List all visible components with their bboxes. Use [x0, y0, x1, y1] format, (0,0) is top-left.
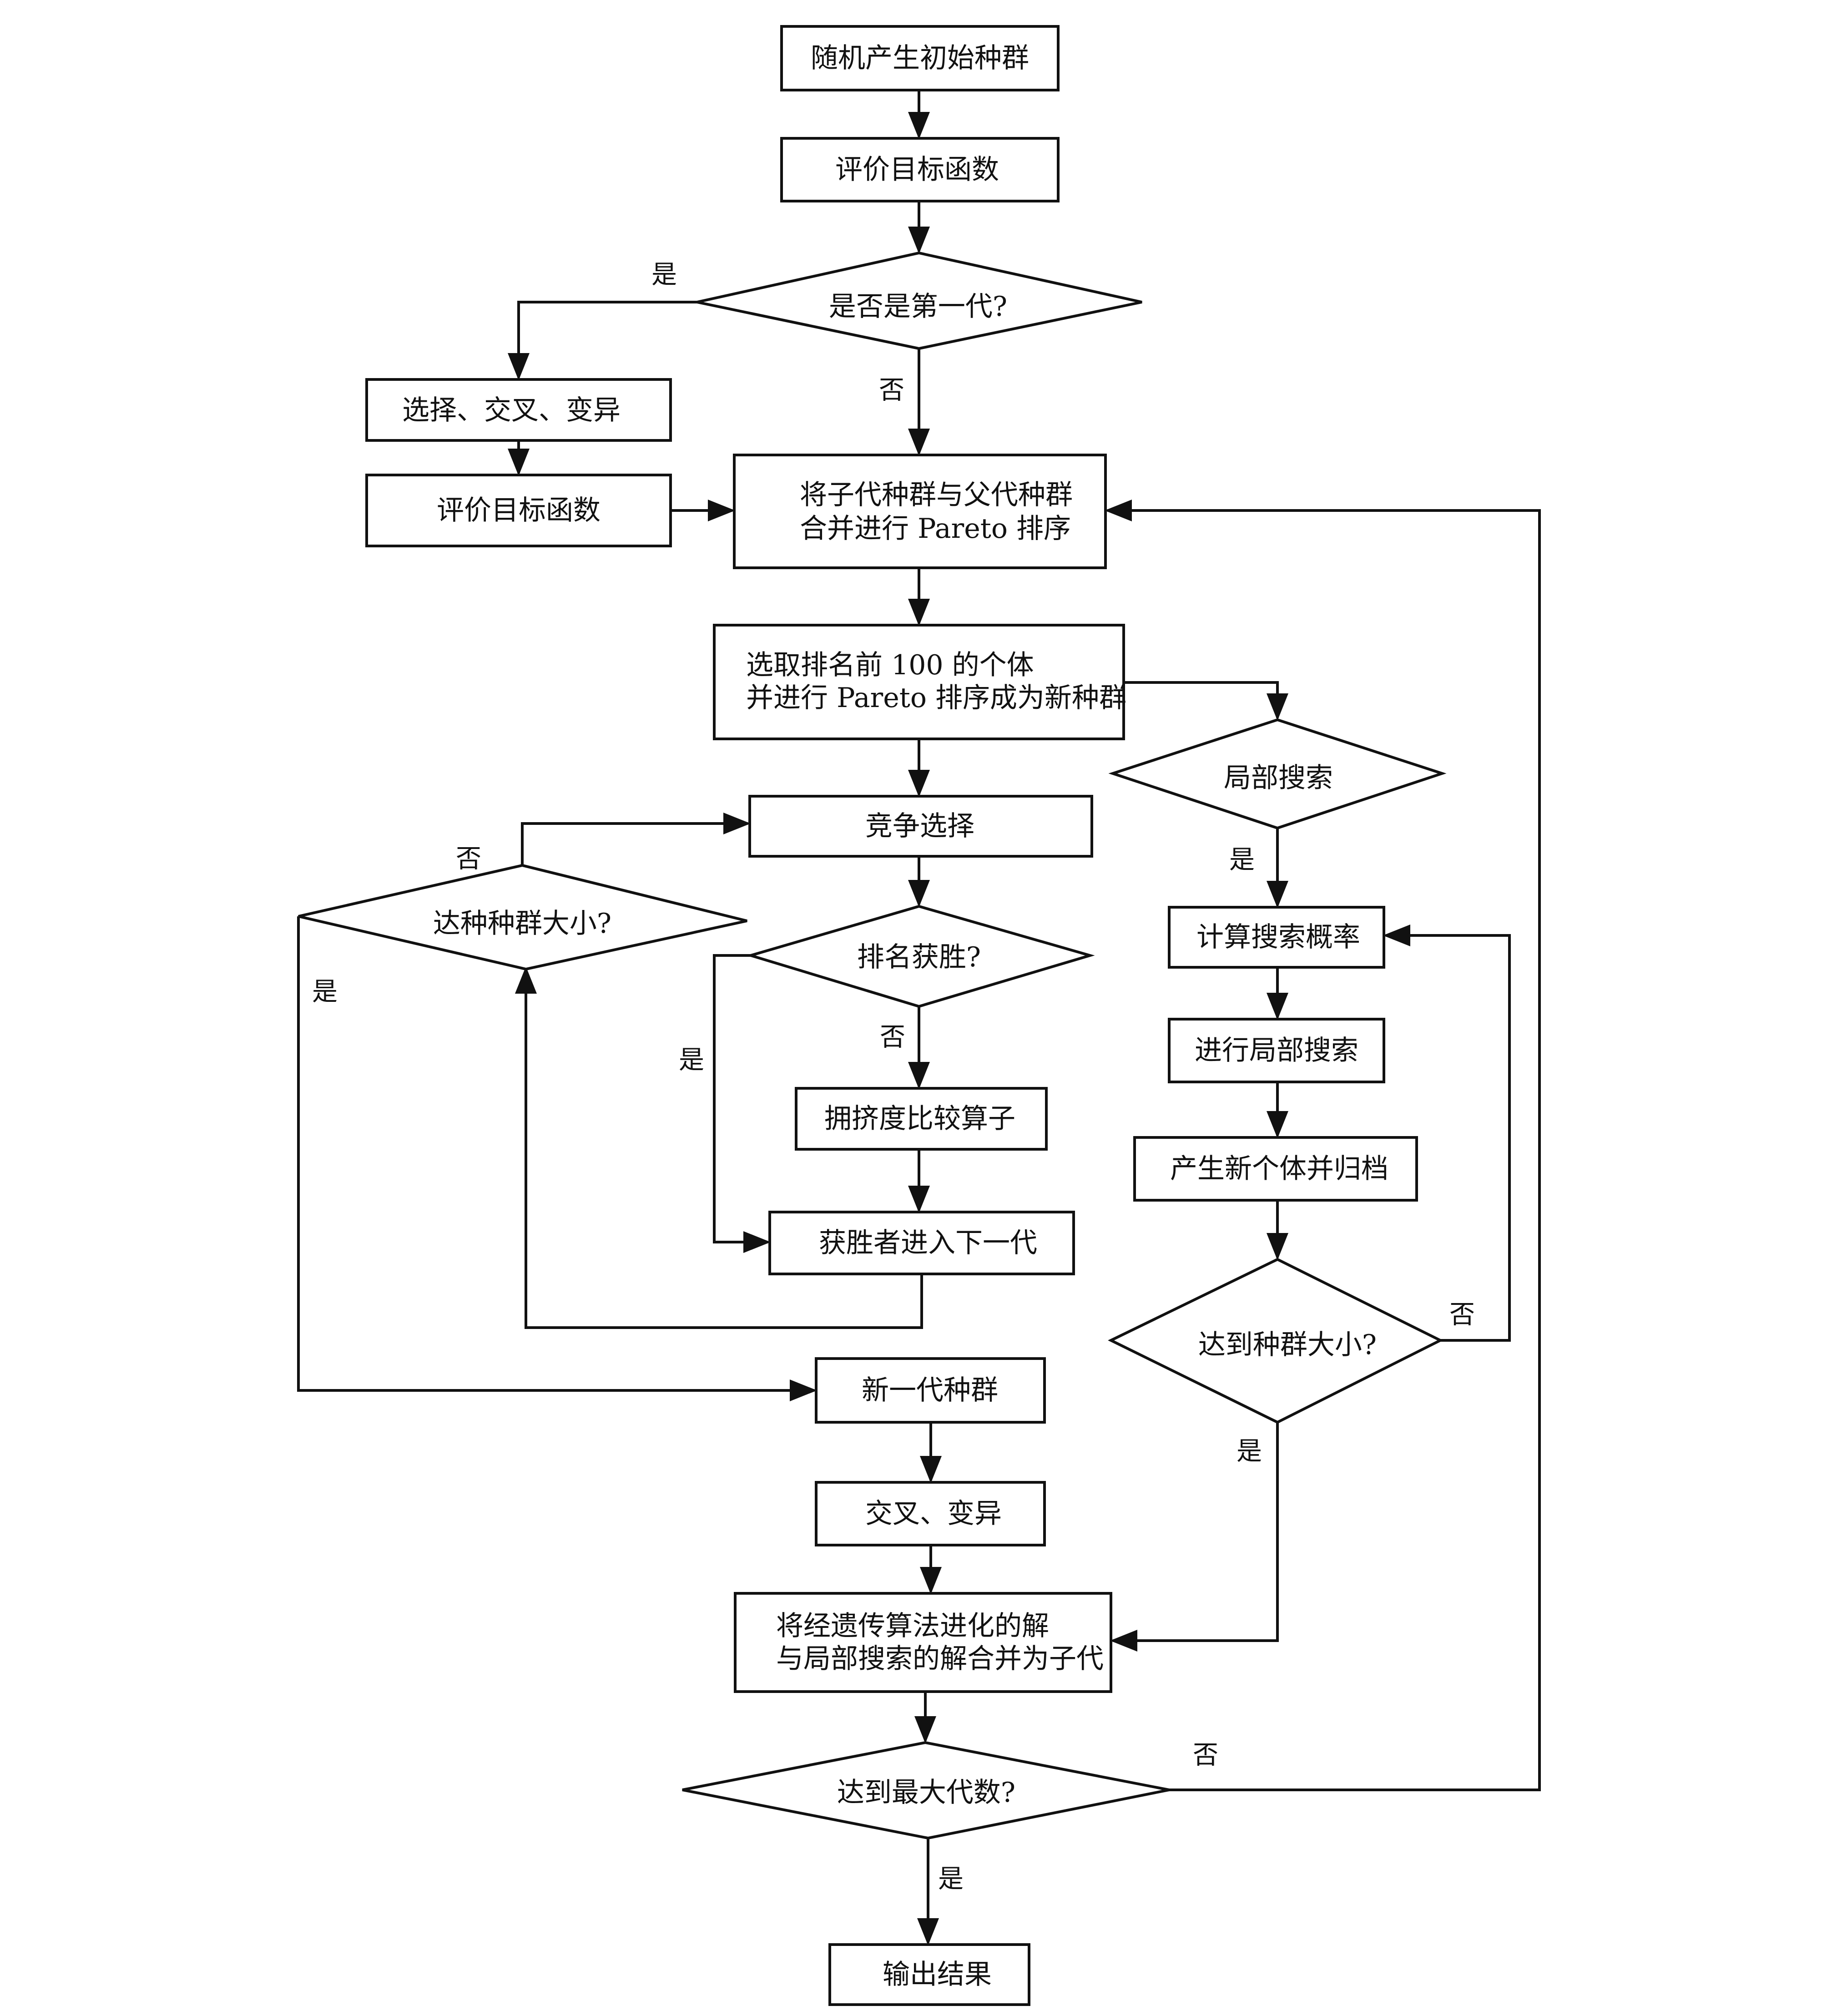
diamond-reach-size-right: 达到种群大小?	[1108, 1258, 1443, 1424]
arrow-rank-win-yes	[713, 954, 771, 1253]
edge-label-left-size-yes: 是	[312, 977, 338, 1007]
reach-size-left-label: 达种种群大小?	[433, 908, 611, 940]
diamond-reach-size-left: 达种种群大小?	[298, 864, 747, 971]
arrow-right-size-yes	[1110, 1422, 1279, 1652]
box-select-crossover-mutate: 选择、交叉、变异	[365, 378, 672, 442]
edge-labels: 是 否 否 是 是 否 是 否 是 否 是	[312, 260, 1475, 1894]
edge-label-rank-win-yes: 是	[679, 1046, 704, 1075]
box-evaluate-2: 评价目标函数	[365, 474, 672, 547]
edge-label-left-size-no: 否	[456, 844, 481, 874]
box-calc-search-prob: 计算搜索概率	[1168, 906, 1385, 969]
diamond-local-search: 局部搜索	[1108, 718, 1447, 830]
edge-label-rank-win-no: 否	[880, 1023, 905, 1052]
init-population-label: 随机产生初始种群	[811, 42, 1029, 74]
box-merge-children: 将经遗传算法进化的解 与局部搜索的解合并为子代	[734, 1592, 1112, 1693]
box-crowding-operator: 拥挤度比较算子	[795, 1087, 1048, 1151]
reach-size-right-label: 达到种群大小?	[1198, 1329, 1377, 1361]
arrow-winner-loop	[515, 966, 923, 1329]
edge-label-first-gen-no: 否	[879, 376, 904, 405]
local-search-label: 局部搜索	[1224, 762, 1333, 794]
diamond-rank-win: 排名获胜?	[746, 904, 1095, 1008]
box-crossover-mutate: 交叉、变异	[815, 1481, 1046, 1546]
output-result-label: 输出结果	[883, 1959, 992, 1991]
box-select-top: 选取排名前 100 的个体 并进行 Pareto 排序成为新种群	[713, 624, 1126, 740]
connectors	[297, 90, 1541, 1945]
tournament-selection-label: 竞争选择	[865, 810, 974, 842]
arrow-max-gen-no	[1105, 500, 1541, 1791]
max-generation-label: 达到最大代数?	[837, 1777, 1015, 1809]
merge-pareto-line1: 将子代种群与父代种群	[800, 479, 1073, 511]
crossover-mutate-label: 交叉、变异	[865, 1498, 1002, 1530]
evaluate-1-label: 评价目标函数	[835, 154, 999, 186]
new-individual-archive-label: 产生新个体并归档	[1170, 1153, 1388, 1185]
edge-label-first-gen-yes: 是	[651, 260, 677, 290]
edge-label-right-size-no: 否	[1449, 1300, 1475, 1330]
box-tournament-selection: 竞争选择	[748, 795, 1093, 858]
edge-label-max-gen-no: 否	[1193, 1741, 1218, 1770]
select-crossover-mutate-label: 选择、交叉、变异	[402, 394, 621, 426]
box-output-result: 输出结果	[828, 1943, 1030, 2006]
diamond-first-generation: 是否是第一代?	[696, 251, 1142, 350]
diamond-max-generation: 达到最大代数?	[682, 1741, 1170, 1840]
do-local-search-label: 进行局部搜索	[1195, 1035, 1358, 1066]
box-new-generation: 新一代种群	[815, 1357, 1046, 1424]
select-top-line1: 选取排名前 100 的个体	[746, 649, 1034, 681]
edge-label-right-size-yes: 是	[1237, 1437, 1262, 1466]
merge-children-line2: 与局部搜索的解合并为子代	[776, 1643, 1104, 1675]
arrow-left-size-yes	[297, 916, 817, 1401]
box-init-population: 随机产生初始种群	[780, 25, 1060, 91]
select-top-line2: 并进行 Pareto 排序成为新种群	[746, 682, 1126, 714]
box-merge-pareto: 将子代种群与父代种群 合并进行 Pareto 排序	[733, 454, 1107, 569]
first-generation-label: 是否是第一代?	[829, 291, 1007, 323]
box-evaluate-1: 评价目标函数	[780, 137, 1060, 202]
arrow-select-top-to-local-search	[1124, 681, 1288, 721]
arrow-right-size-no	[1383, 925, 1511, 1342]
box-winner-next-gen: 获胜者进入下一代	[768, 1211, 1075, 1275]
merge-pareto-line2: 合并进行 Pareto 排序	[800, 513, 1071, 545]
box-new-individual-archive: 产生新个体并归档	[1133, 1136, 1418, 1202]
evaluate-2-label: 评价目标函数	[437, 495, 601, 526]
crowding-operator-label: 拥挤度比较算子	[824, 1103, 1015, 1135]
arrow-first-gen-yes	[508, 301, 697, 380]
winner-next-gen-label: 获胜者进入下一代	[819, 1227, 1037, 1259]
merge-children-line1: 将经遗传算法进化的解	[776, 1610, 1049, 1642]
edge-label-max-gen-yes: 是	[938, 1864, 964, 1894]
new-generation-label: 新一代种群	[862, 1374, 998, 1406]
edge-label-local-search-yes: 是	[1229, 845, 1255, 875]
box-do-local-search: 进行局部搜索	[1168, 1018, 1385, 1083]
rank-win-label: 排名获胜?	[857, 941, 981, 973]
calc-search-prob-label: 计算搜索概率	[1196, 921, 1360, 953]
arrow-left-size-no	[521, 813, 751, 865]
